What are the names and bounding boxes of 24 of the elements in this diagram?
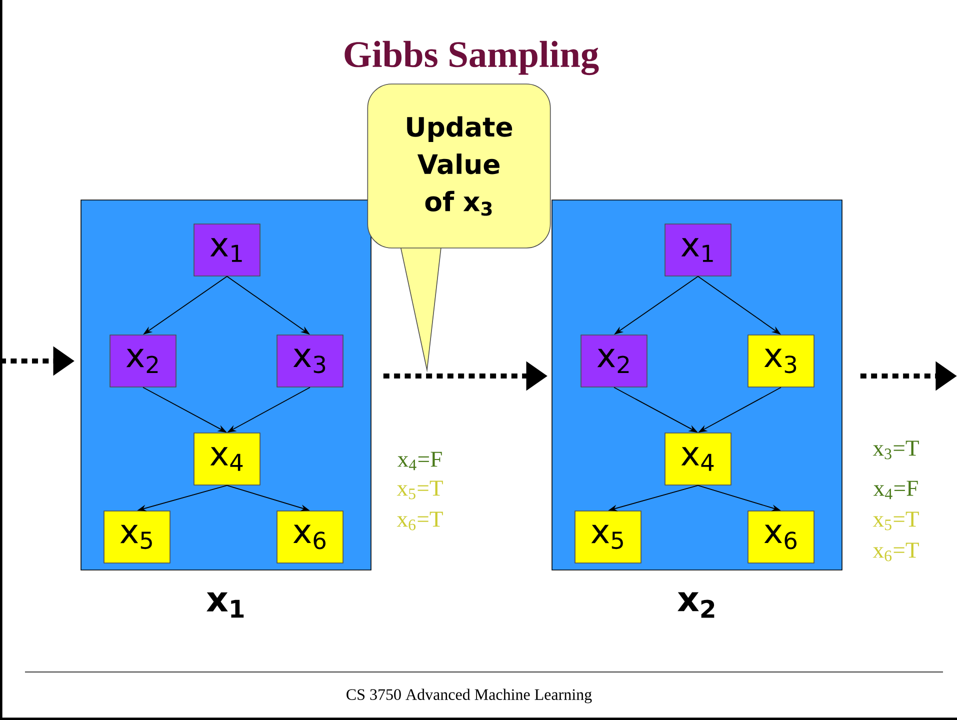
variable-box: x$_{2}$ — [580, 334, 648, 388]
variable-box: x$_{3}$ — [748, 334, 814, 388]
variable-box: x$_{3}$ — [276, 334, 344, 388]
node-label: x$_{1}$ — [206, 592, 244, 618]
variable-box: x$_{4}$ — [664, 432, 732, 486]
assignment-label: x$_{3}$=T — [872, 440, 919, 460]
variable-box: x$_{2}$ — [110, 334, 176, 388]
assignment-label: x$_{6}$=T — [396, 512, 443, 530]
variable-box: x$_{5}$ — [104, 510, 170, 564]
assignment-label: x$_{5}$=T — [396, 480, 443, 500]
variable-box: x$_{5}$ — [574, 510, 642, 564]
assignment-label: x$_{5}$=T — [872, 512, 919, 530]
variable-box: x$_{6}$ — [748, 510, 814, 564]
callout-bubble: Update Value of x$_{3}$ — [367, 84, 551, 372]
variable-box: x$_{4}$ — [194, 432, 260, 486]
slide-title: Gibbs Sampling — [344, 40, 599, 76]
variable-box: x$_{6}$ — [276, 510, 344, 564]
footer-text: CS 3750 Advanced Machine Learning — [346, 688, 592, 704]
node-label: x$_{2}$ — [678, 592, 714, 618]
assignment-label: x$_{4}$=F — [398, 452, 442, 470]
variable-box: x$_{1}$ — [664, 224, 732, 276]
assignment-label: x$_{4}$=F — [874, 480, 918, 500]
assignment-label: x$_{6}$=T — [872, 542, 919, 562]
variable-box: x$_{1}$ — [194, 224, 260, 276]
